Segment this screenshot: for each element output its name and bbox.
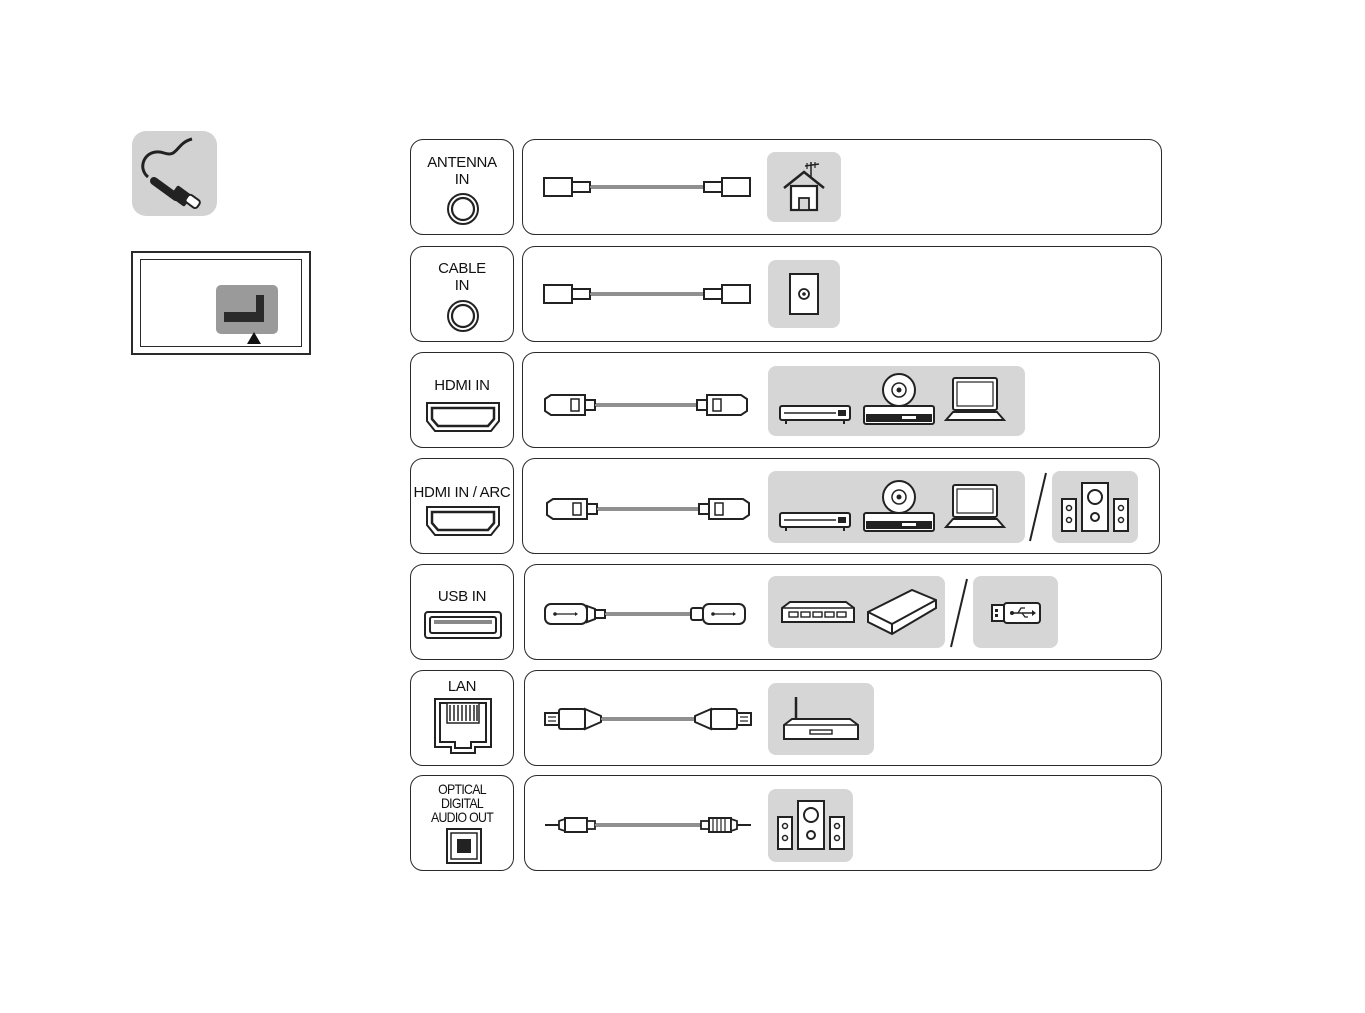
device-group: [768, 789, 853, 862]
device-group: [768, 576, 945, 648]
coax-jack-icon: [446, 192, 480, 226]
device-group: [768, 683, 874, 755]
set-top-box-icon: [778, 396, 852, 426]
router-icon: [782, 695, 860, 745]
speaker-system-icon: [1060, 481, 1130, 535]
hdmi-cable-icon: [545, 497, 751, 521]
usb-flash-drive-icon: [990, 601, 1042, 625]
set-top-box-icon: [778, 503, 852, 533]
usb-port-icon: [423, 610, 503, 640]
connection-row-hdmi-arc: [522, 458, 1160, 554]
connection-row-lan: [524, 670, 1162, 766]
port-label: HDMI IN / ARC: [411, 484, 513, 501]
device-group: [768, 471, 1025, 543]
device-group: [767, 152, 841, 222]
usb-hub-icon: [780, 600, 856, 628]
port-hdmi-arc: HDMI IN / ARC: [410, 458, 514, 554]
or-divider: [1028, 471, 1048, 543]
tv-port-panel: [216, 285, 278, 334]
device-group: [768, 366, 1025, 436]
laptop-icon: [944, 376, 1006, 424]
port-optical-audio-out: OPTICAL DIGITAL AUDIO OUT: [410, 775, 514, 871]
port-label: OPTICAL DIGITAL AUDIO OUT: [417, 782, 507, 824]
laptop-icon: [944, 483, 1006, 531]
device-group: [768, 260, 840, 328]
port-label: HDMI IN: [411, 377, 513, 394]
ethernet-port-icon: [433, 697, 493, 755]
or-divider: [949, 577, 969, 649]
cable-plug-icon: [132, 131, 217, 216]
connection-row-hdmi: [522, 352, 1160, 448]
ethernet-cable-icon: [543, 707, 753, 731]
hdmi-port-icon: [423, 401, 503, 433]
dvd-player-icon: [862, 372, 936, 428]
hdmi-cable-icon: [543, 393, 749, 417]
device-group: [973, 576, 1058, 648]
connection-row-usb: [524, 564, 1162, 660]
cable-connection-icon: [132, 131, 217, 216]
port-label: LAN: [411, 678, 513, 695]
hdmi-port-icon: [423, 505, 503, 537]
connection-row-cable: [522, 246, 1162, 342]
optical-cable-icon: [543, 816, 753, 834]
coax-cable-icon: [543, 283, 751, 305]
connection-row-optical: [524, 775, 1162, 871]
dvd-player-icon: [862, 479, 936, 535]
port-label: CABLE IN: [411, 260, 513, 294]
wall-outlet-icon: [788, 272, 820, 316]
port-hdmi-in: HDMI IN: [410, 352, 514, 448]
connection-row-antenna: [522, 139, 1162, 235]
port-lan: LAN: [410, 670, 514, 766]
optical-port-icon: [445, 827, 483, 865]
port-label: ANTENNA IN: [411, 154, 513, 188]
antenna-house-icon: [781, 160, 827, 214]
usb-cable-icon: [543, 601, 747, 627]
port-antenna-in: ANTENNA IN: [410, 139, 514, 235]
device-group: [1052, 471, 1138, 543]
port-label: USB IN: [411, 588, 513, 605]
port-location-arrow-icon: [246, 331, 262, 345]
speaker-system-icon: [776, 799, 846, 853]
port-cable-in: CABLE IN: [410, 246, 514, 342]
coax-jack-icon: [446, 299, 480, 333]
coax-cable-icon: [543, 176, 751, 198]
port-usb-in: USB IN: [410, 564, 514, 660]
external-hdd-icon: [864, 588, 940, 638]
